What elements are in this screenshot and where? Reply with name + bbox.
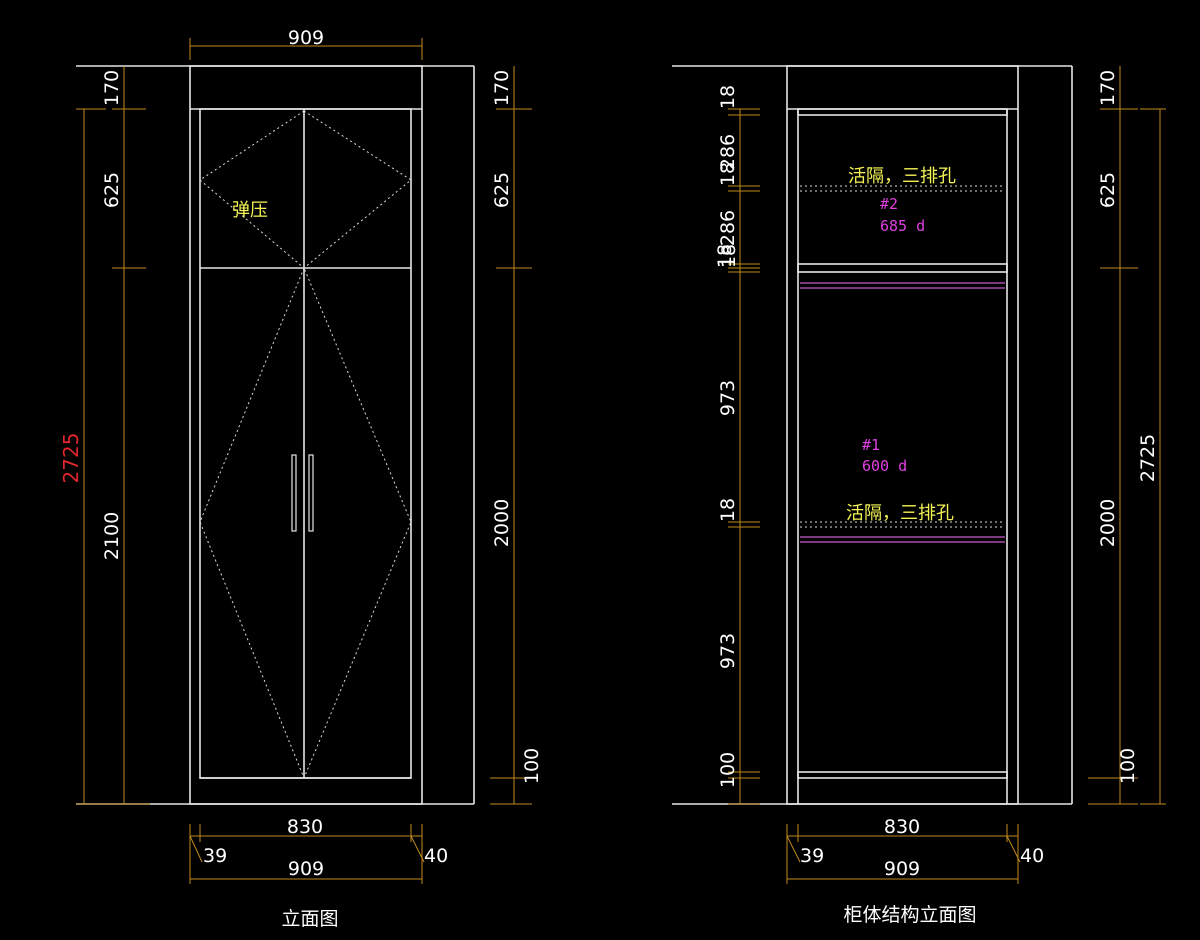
- shelf-note-upper: 活隔，三排孔: [848, 166, 956, 187]
- dim-divider-b: 18: [718, 244, 740, 268]
- fixed-divider: [797, 263, 1008, 273]
- right-handle-icon: [308, 454, 314, 532]
- dim-top-panel: 18: [717, 85, 739, 109]
- dim-right-base: 100: [1117, 748, 1139, 784]
- section-1-depth: 600 d: [862, 457, 907, 475]
- cabinet-outline: [786, 65, 1019, 805]
- dim-leader: [189, 835, 203, 863]
- dim-leader: [786, 835, 801, 863]
- dim-total-height: 2725: [59, 433, 83, 484]
- lower-door-swing: [199, 266, 412, 780]
- upper-door-swing: [199, 110, 412, 269]
- shelf-note-lower: 活隔，三排孔: [846, 503, 954, 524]
- left-handle-icon: [291, 454, 297, 532]
- dim-right-lower: 2000: [491, 499, 513, 547]
- door-note: 弹压: [232, 200, 268, 221]
- dim-left-top: 170: [101, 70, 123, 106]
- view-title-left: 立面图: [281, 908, 338, 930]
- dim-right-base: 100: [521, 748, 543, 784]
- dim-bottom-width: 909: [884, 858, 920, 880]
- top-panel: [797, 108, 1008, 116]
- dim-left-upper: 625: [101, 172, 123, 208]
- dim-leader: [1006, 835, 1021, 863]
- dim-bottom-width: 909: [288, 858, 324, 880]
- dim-mid-section: 973: [717, 380, 739, 416]
- dim-inner-width: 830: [287, 816, 323, 838]
- section-2-id: #2: [880, 195, 898, 213]
- dim-top-width: 909: [288, 27, 324, 49]
- cabinet-outline: [189, 65, 423, 805]
- left-elevation-view: 弹压 909 830 39 40 909 2725 170 625 2100: [59, 27, 543, 930]
- dim-right-side: 40: [424, 845, 448, 867]
- view-title-right: 柜体结构立面图: [843, 904, 976, 926]
- dim-shelf-a: 18: [717, 162, 739, 186]
- section-1-id: #1: [862, 436, 880, 454]
- right-structure-view: 活隔，三排孔 #2 685 d #1 600 d 活隔，三排孔 18 286 1…: [672, 65, 1166, 926]
- dim-right-upper: 625: [1097, 172, 1119, 208]
- dim-left-side: 39: [800, 845, 824, 867]
- dim-base: 100: [717, 752, 739, 788]
- dim-inner-width: 830: [884, 816, 920, 838]
- dim-divider-a: 18: [714, 244, 736, 268]
- section-2-depth: 685 d: [880, 217, 925, 235]
- bottom-panel: [797, 771, 1008, 779]
- dim-gap-b: 286: [717, 210, 739, 246]
- dim-right-upper: 625: [491, 172, 513, 208]
- dim-left-side: 39: [203, 845, 227, 867]
- dim-leader: [410, 835, 425, 863]
- dim-shelf-b: 18: [717, 498, 739, 522]
- dim-low-section: 973: [717, 633, 739, 669]
- dim-right-total: 2725: [1137, 434, 1159, 482]
- dim-left-lower: 2100: [101, 512, 123, 560]
- dim-gap-a: 286: [717, 134, 739, 170]
- dim-right-top: 170: [491, 70, 513, 106]
- dim-right-side: 40: [1020, 845, 1044, 867]
- dim-right-top: 170: [1097, 70, 1119, 106]
- dim-right-lower: 2000: [1097, 499, 1119, 547]
